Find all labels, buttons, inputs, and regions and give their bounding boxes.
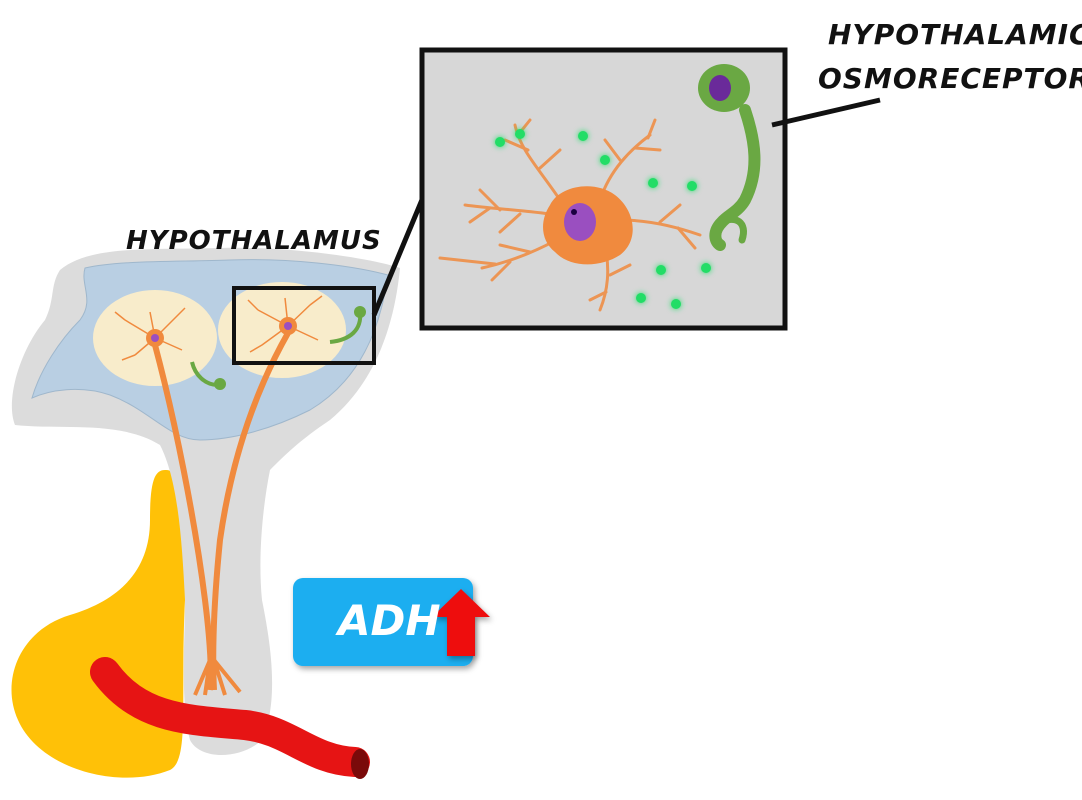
large-osmoreceptor <box>709 104 761 251</box>
blood-vessel <box>90 657 370 777</box>
large-neuron-nucleus <box>564 203 596 241</box>
small-neuron-right-nucleus <box>284 322 292 330</box>
hypothalamus-label: HYPOTHALAMUS <box>126 226 382 256</box>
up-arrow-icon <box>432 589 490 656</box>
small-neuron-right <box>247 295 323 353</box>
pituitary-gland <box>11 469 187 778</box>
adh-label: ADH <box>338 596 441 645</box>
small-neuron-left <box>114 307 186 361</box>
osmoreceptor-pointer <box>771 97 881 128</box>
osmoreceptors-label-line1: HYPOTHALAMIC <box>828 18 1082 51</box>
large-osmoreceptor-nucleus <box>709 75 731 101</box>
osmoreceptors-label-line2: OSMORECEPTORS <box>818 62 1082 95</box>
solute-particles <box>495 129 711 309</box>
axon-terminals <box>193 658 242 696</box>
blood-vessel-lumen <box>351 749 369 779</box>
zoom-selection-box <box>232 286 376 365</box>
small-neuron-left-nucleus <box>151 334 159 342</box>
zoom-connector <box>371 194 427 316</box>
axon-right <box>210 331 291 691</box>
adh-badge <box>293 578 473 666</box>
